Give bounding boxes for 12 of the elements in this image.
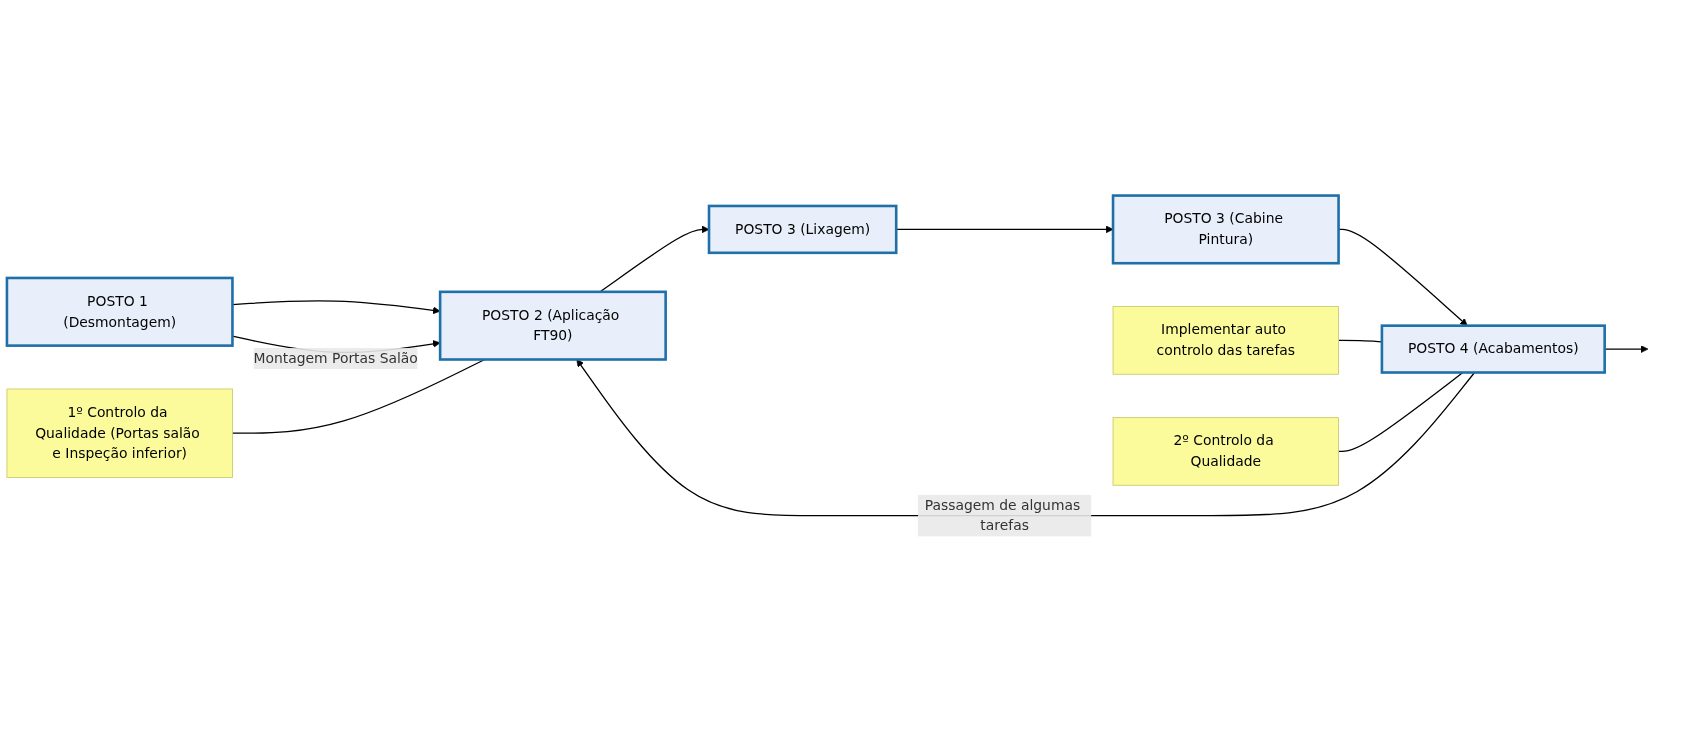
node-box: POSTO 4 (Acabamentos) (1380, 323, 1606, 374)
node-box: POSTO 1 (Desmontagem) (5, 276, 234, 347)
node-box: Implementar auto controlo das tarefas (1112, 305, 1339, 375)
node-box: POSTO 3 (Lixagem) (707, 204, 898, 254)
node-box: 1º Controlo da Qualidade (Portas salão e Inspeção inferior) (6, 388, 233, 478)
arrow (1604, 344, 1649, 353)
edge-label: Passagem de algumas tarefas (924, 496, 1081, 534)
edge-label: Montagem Portas Salão (253, 349, 418, 366)
node-box: 2º Controlo da Qualidade (1112, 416, 1339, 486)
node-box: POSTO 3 (Cabine Pintura) (1111, 193, 1340, 265)
node-box: POSTO 2 (Aplicação FT90) (438, 290, 667, 361)
arrow (576, 358, 1476, 516)
